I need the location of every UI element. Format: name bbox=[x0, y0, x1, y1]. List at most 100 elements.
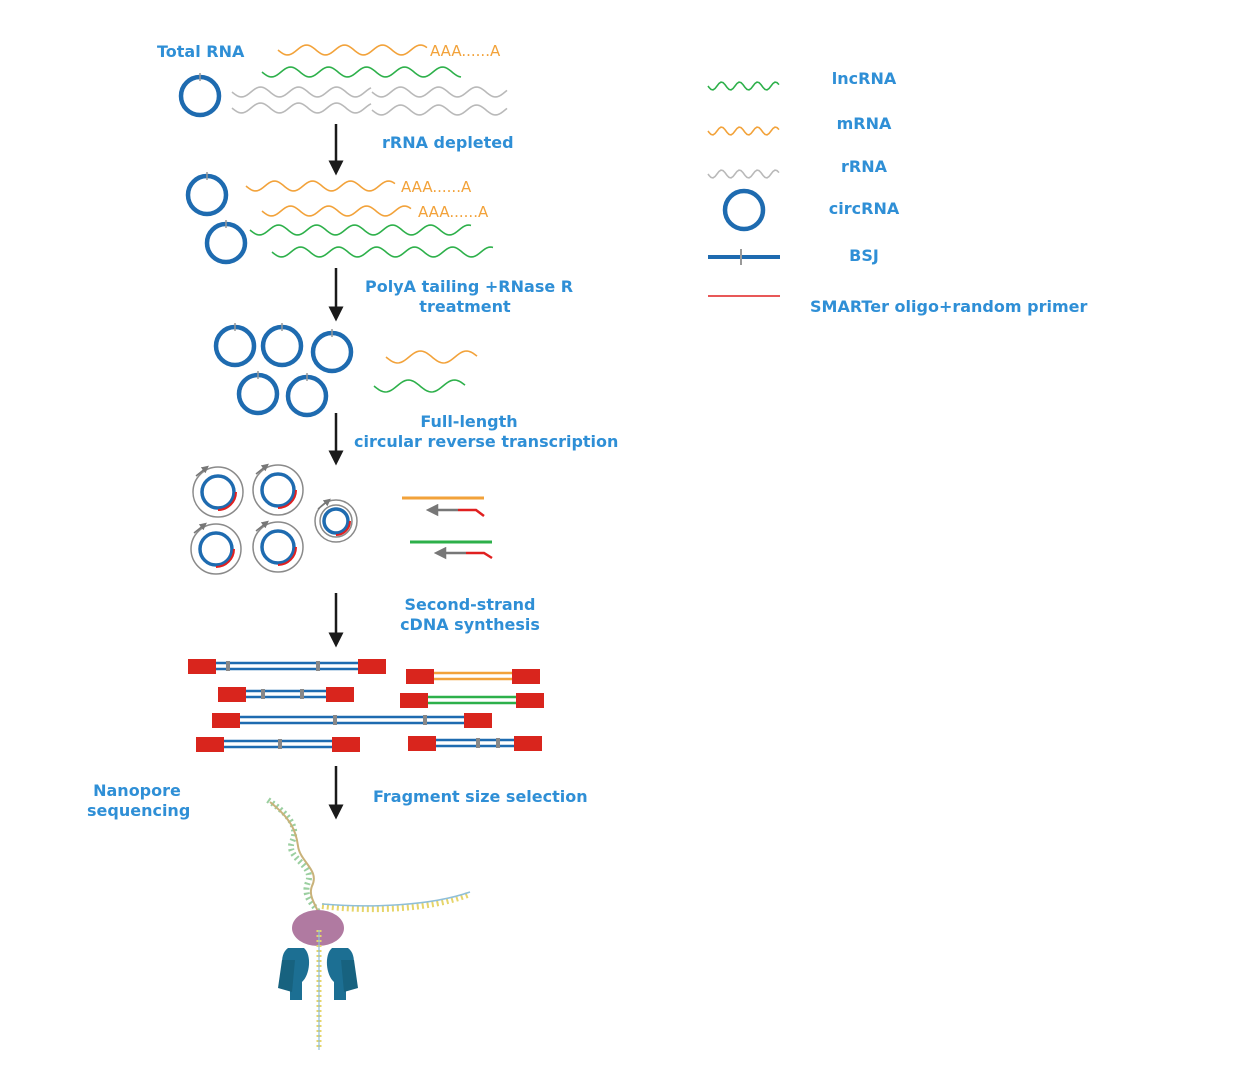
wave-gray-icon bbox=[707, 169, 780, 179]
adapter-block bbox=[408, 736, 436, 751]
circrna-circle bbox=[322, 507, 350, 535]
primer-arc bbox=[215, 548, 235, 568]
legend-label: mRNA bbox=[836, 114, 892, 133]
primer-segment bbox=[466, 551, 493, 560]
bsj-mark bbox=[300, 689, 304, 699]
extension-arrow bbox=[255, 463, 269, 475]
polya-tail-label: AAA......A bbox=[430, 42, 501, 60]
mrna-wave bbox=[385, 350, 478, 364]
circrna-circle bbox=[285, 374, 329, 418]
adapter-block bbox=[218, 687, 246, 702]
cdna-ring bbox=[190, 523, 242, 575]
bsj-mark bbox=[278, 739, 282, 749]
wave-orange-icon bbox=[707, 126, 780, 136]
pore-protein-left-outer bbox=[278, 960, 295, 992]
adapter-block bbox=[516, 693, 544, 708]
lncrna-wave bbox=[249, 224, 472, 236]
mrna-wave bbox=[261, 205, 412, 217]
bsj-mark bbox=[476, 738, 480, 748]
primer-arc bbox=[335, 520, 351, 536]
circrna-circle bbox=[204, 221, 248, 265]
mrna-wave bbox=[245, 180, 396, 192]
circrna-circle bbox=[260, 529, 296, 565]
label-full-length-line2: circular reverse transcription bbox=[354, 432, 619, 451]
lncrna-wave bbox=[261, 66, 462, 78]
wave-green-icon bbox=[707, 81, 780, 91]
adapter-block bbox=[196, 737, 224, 752]
label-second-strand-line2: cDNA synthesis bbox=[400, 615, 540, 634]
legend-label: BSJ bbox=[849, 246, 879, 265]
adapter-block bbox=[464, 713, 492, 728]
label-total-rna: Total RNA bbox=[157, 42, 245, 61]
adapter-block bbox=[406, 669, 434, 684]
bsj-mark bbox=[316, 661, 320, 671]
nanopore-illustration bbox=[266, 797, 472, 1050]
cdna-ring bbox=[252, 521, 304, 573]
cdna-ring bbox=[192, 466, 244, 518]
dna-tail-backbone bbox=[321, 891, 471, 907]
polya-tail-label: AAA......A bbox=[418, 203, 489, 221]
bsj-mark bbox=[333, 715, 337, 725]
adapter-block bbox=[212, 713, 240, 728]
primer-arc bbox=[277, 546, 297, 566]
extension-arrow bbox=[193, 522, 207, 534]
primer-arc bbox=[217, 491, 237, 511]
label-rrna-depleted: rRNA depleted bbox=[382, 133, 514, 152]
cdna-ring bbox=[252, 464, 304, 516]
pore-protein-right-outer bbox=[341, 960, 358, 992]
label-second-strand: Second-strand cDNA synthesis bbox=[390, 595, 550, 635]
motor-protein bbox=[292, 910, 344, 946]
label-polya-tailing: PolyA tailing +RNase R treatment bbox=[365, 277, 574, 317]
rrna-wave bbox=[231, 102, 372, 114]
circrna-circle bbox=[236, 372, 280, 416]
label-second-strand-line1: Second-strand bbox=[404, 595, 536, 614]
lncrna-wave bbox=[373, 379, 466, 393]
circrna-circle bbox=[260, 324, 304, 368]
rrna-wave bbox=[231, 86, 372, 98]
circrna-circle bbox=[213, 324, 257, 368]
circrna-circle bbox=[260, 472, 296, 508]
lncrna-wave bbox=[271, 246, 494, 258]
dna-tail bbox=[321, 891, 472, 913]
bsj-mark bbox=[226, 661, 230, 671]
extension-arrow bbox=[195, 465, 209, 477]
adapter-block bbox=[326, 687, 354, 702]
cdna-ring bbox=[314, 499, 358, 543]
extension-arrow bbox=[255, 520, 269, 532]
circrna-circle bbox=[185, 173, 229, 217]
dna-strand bbox=[266, 797, 321, 914]
mrna-wave bbox=[277, 44, 428, 56]
adapter-block bbox=[400, 693, 428, 708]
legend-label: SMARTer oligo+random primer bbox=[810, 297, 1088, 316]
circle-blue-icon bbox=[722, 188, 766, 232]
label-polya-tailing-line1: PolyA tailing +RNase R bbox=[365, 277, 574, 296]
label-full-length-line1: Full-length bbox=[420, 412, 518, 431]
legend-label: lncRNA bbox=[831, 69, 897, 88]
adapter-block bbox=[188, 659, 216, 674]
primer-segment bbox=[458, 508, 485, 517]
primer-arc bbox=[277, 489, 297, 509]
label-full-length-rt: Full-length circular reverse transcripti… bbox=[354, 412, 619, 452]
adapter-block bbox=[358, 659, 386, 674]
circrna-circle bbox=[198, 531, 234, 567]
legend-label: circRNA bbox=[828, 199, 900, 218]
bsj-mark bbox=[496, 738, 500, 748]
dna-strand-backbone bbox=[269, 801, 319, 913]
adapter-block bbox=[332, 737, 360, 752]
circrna-circle bbox=[178, 74, 222, 118]
adapter-block bbox=[512, 669, 540, 684]
rrna-wave bbox=[371, 104, 508, 116]
circrna-circle bbox=[200, 474, 236, 510]
adapter-block bbox=[514, 736, 542, 751]
circrna-circle bbox=[310, 330, 354, 374]
label-nanopore: Nanopore sequencing bbox=[87, 781, 191, 821]
label-nanopore-line2: sequencing bbox=[87, 801, 191, 820]
label-nanopore-line1: Nanopore bbox=[93, 781, 181, 800]
bsj-mark bbox=[261, 689, 265, 699]
extension-arrow bbox=[317, 498, 331, 510]
bsj-mark bbox=[423, 715, 427, 725]
polya-tail-label: AAA......A bbox=[401, 178, 472, 196]
legend-label: rRNA bbox=[841, 157, 887, 176]
